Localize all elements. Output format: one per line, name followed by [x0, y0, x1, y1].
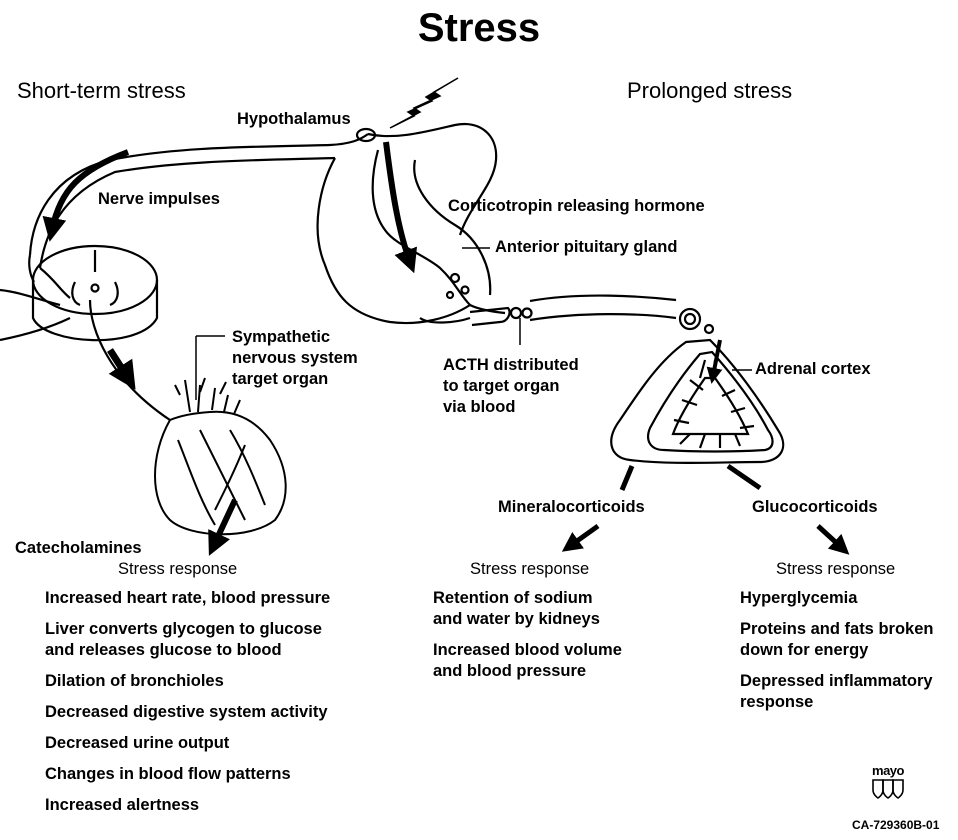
- mineral-arrow: [570, 526, 598, 546]
- mineral-dash: [622, 466, 632, 490]
- gluco-dash: [728, 466, 760, 488]
- list-item: Dilation of bronchioles: [45, 671, 330, 692]
- gluco-arrow: [818, 526, 842, 548]
- figure-code: CA-729360B-01: [852, 818, 939, 832]
- adrenal-gland: [611, 340, 783, 463]
- list-item: Decreased digestive system activity: [45, 702, 330, 723]
- crh-arrow: [386, 142, 410, 262]
- list-item: Increased alertness: [45, 795, 330, 816]
- glucocorticoids-label: Glucocorticoids: [752, 498, 878, 517]
- list-item: Increased heart rate, blood pressure: [45, 588, 330, 609]
- pituitary-gland: [318, 150, 510, 325]
- spinal-cord: [0, 246, 170, 420]
- short-term-response-list: Increased heart rate, blood pressure Liv…: [45, 588, 330, 826]
- lightning-bolt-icon: [390, 78, 458, 128]
- sympathetic-label: Sympathetic nervous system target organ: [232, 327, 358, 390]
- crh-label: Corticotropin releasing hormone: [448, 197, 705, 216]
- list-item: Decreased urine output: [45, 733, 330, 754]
- short-term-response-heading: Stress response: [118, 560, 237, 579]
- blood-vessel: [511, 296, 713, 333]
- heart-illustration: [155, 378, 286, 534]
- gluco-response-heading: Stress response: [776, 560, 895, 579]
- mineral-response-heading: Stress response: [470, 560, 589, 579]
- catecholamines-label: Catecholamines: [15, 539, 142, 558]
- nerve-impulses-label: Nerve impulses: [98, 190, 220, 209]
- mayo-logo: mayo: [862, 764, 914, 805]
- hypothalamus-label: Hypothalamus: [237, 110, 351, 129]
- page-title: Stress: [0, 6, 958, 51]
- list-item: Hyperglycemia: [740, 588, 933, 609]
- prolonged-heading: Prolonged stress: [627, 78, 792, 104]
- anterior-pituitary-label: Anterior pituitary gland: [495, 238, 677, 257]
- mayo-shield-icon: [871, 778, 905, 800]
- list-item: Changes in blood flow patterns: [45, 764, 330, 785]
- mayo-logo-word: mayo: [862, 764, 914, 778]
- short-term-heading: Short-term stress: [17, 78, 186, 104]
- mineralocorticoids-label: Mineralocorticoids: [498, 498, 645, 517]
- acth-label: ACTH distributed to target organ via blo…: [443, 355, 579, 418]
- adrenal-cortex-label: Adrenal cortex: [755, 360, 871, 379]
